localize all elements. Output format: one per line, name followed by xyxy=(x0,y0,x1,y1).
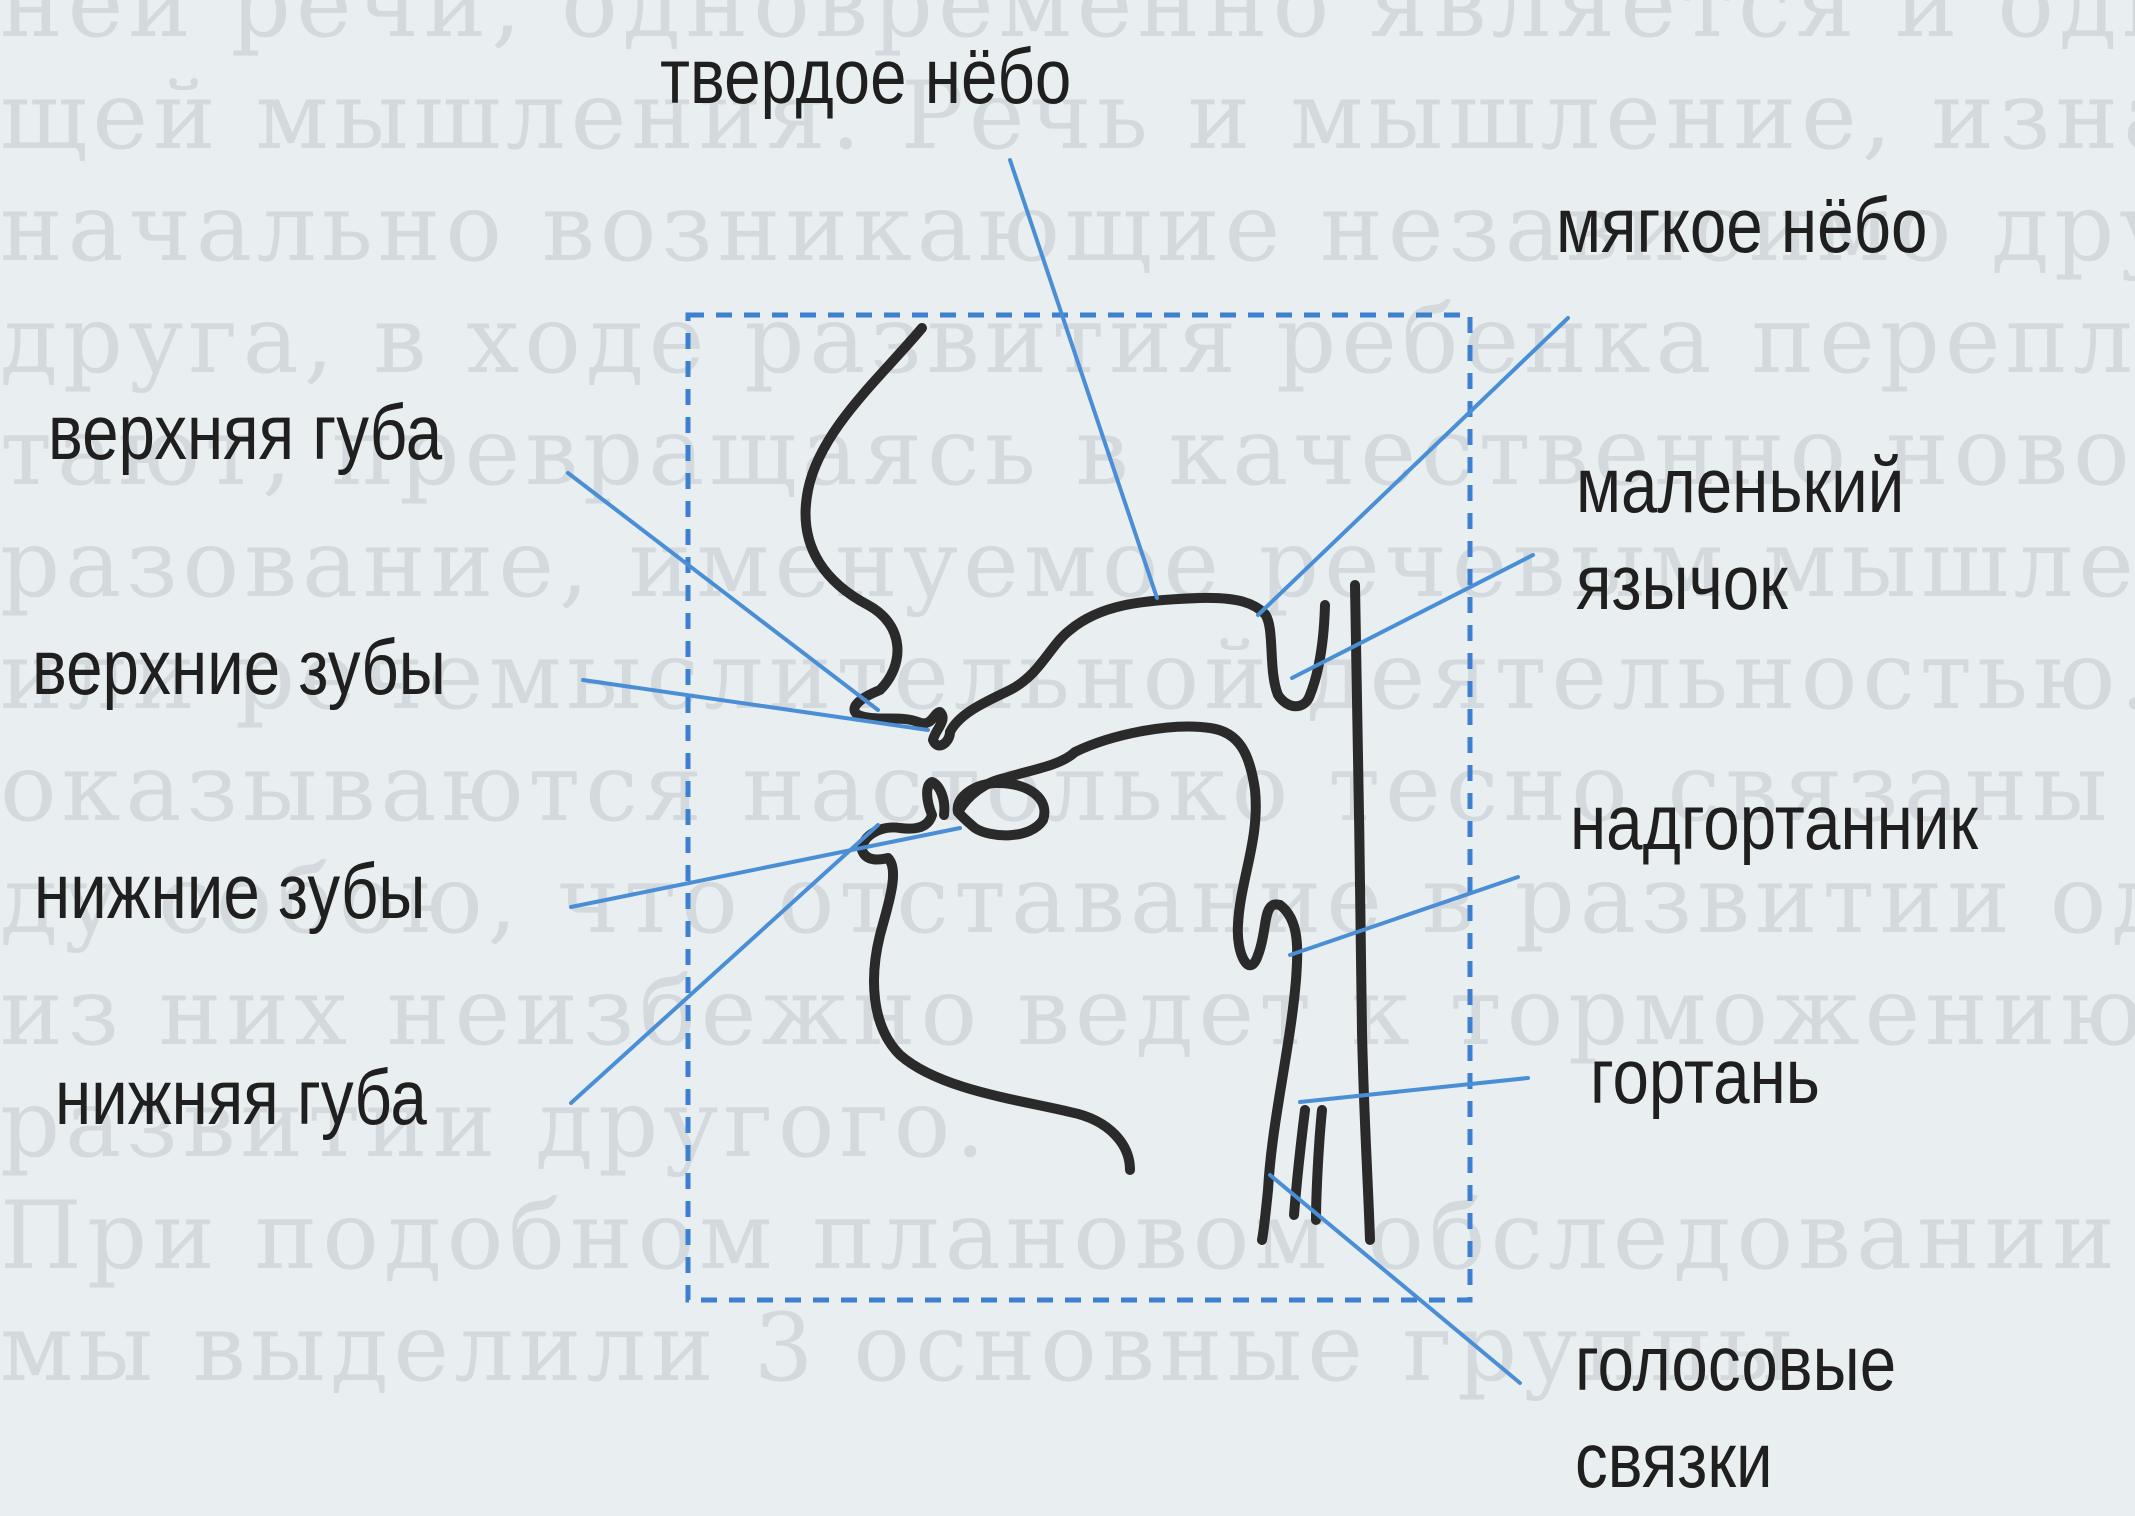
dashed-frame xyxy=(688,315,1470,1300)
label-uvula: маленький язычок xyxy=(1576,437,1904,630)
pharynx-back-wall xyxy=(1355,585,1370,1240)
leader-line-soft-palate xyxy=(1258,318,1568,615)
label-upper-lip: верхняя губа xyxy=(48,393,442,471)
leader-line-lower-teeth xyxy=(571,828,960,907)
label-larynx: гортань xyxy=(1590,1037,1820,1115)
palate-outline xyxy=(950,598,1325,732)
label-soft-palate: мягкое нёбо xyxy=(1556,186,1928,264)
leader-line-larynx xyxy=(1300,1078,1528,1102)
larynx-line xyxy=(1316,1110,1322,1220)
leader-lines xyxy=(568,160,1568,1383)
label-uvula-line-2: язычок xyxy=(1576,534,1904,631)
label-vocal-cords-line-2: связки xyxy=(1575,1412,1896,1509)
leader-line-hard-palate xyxy=(1010,160,1157,598)
tongue-tip xyxy=(958,783,1045,835)
leader-line-lower-lip xyxy=(571,825,878,1103)
leader-line-upper-lip xyxy=(568,473,878,710)
vocal-tract-outline xyxy=(806,328,1370,1240)
leader-line-epiglottis xyxy=(1290,877,1518,955)
label-vocal-cords: голосовые связки xyxy=(1575,1315,1896,1508)
label-upper-teeth: верхние зубы xyxy=(32,628,446,706)
label-hard-palate: твердое нёбо xyxy=(660,37,1071,115)
label-lower-lip: нижняя губа xyxy=(55,1058,427,1136)
face-profile-upper xyxy=(806,328,950,745)
label-lower-teeth: нижние зубы xyxy=(34,852,425,930)
leader-line-vocal-cords xyxy=(1270,1175,1520,1383)
label-vocal-cords-line-1: голосовые xyxy=(1575,1315,1896,1412)
label-epiglottis: надгортанник xyxy=(1570,783,1978,861)
label-uvula-line-1: маленький xyxy=(1576,437,1904,534)
